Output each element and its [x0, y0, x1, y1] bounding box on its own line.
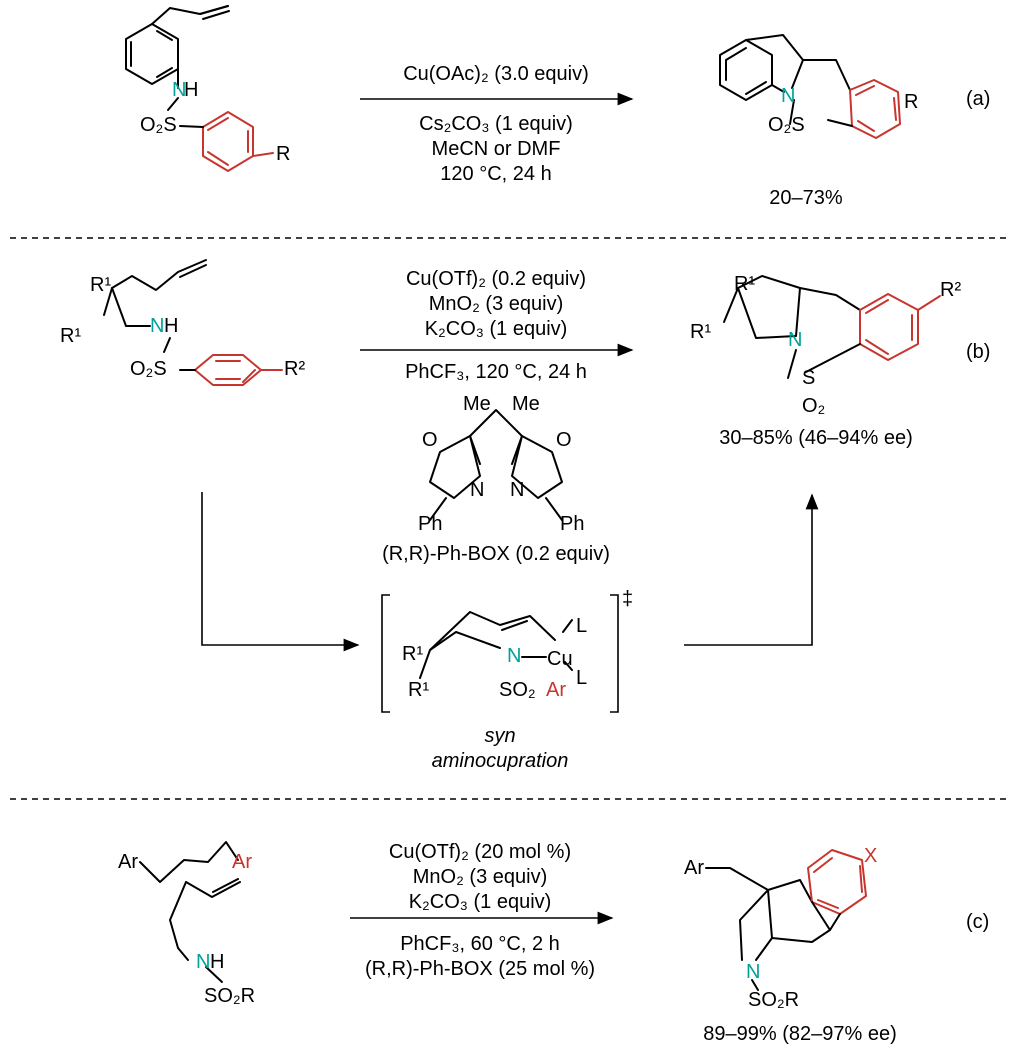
ts-caption-2: aminocupration [432, 750, 569, 772]
atom-o2s: O₂S [140, 114, 177, 136]
substituent-r2: R² [284, 358, 305, 380]
atom-o2: O₂ [802, 395, 825, 417]
box-ligand [429, 409, 563, 521]
ligand-l: L [576, 667, 587, 689]
cond-c-3: K₂CO₃ (1 equiv) [409, 891, 552, 913]
label-so2: SO₂ [499, 679, 536, 701]
cond-c-1: Cu(OTf)₂ (20 mol %) [389, 841, 571, 863]
substituent-r1: R¹ [60, 325, 81, 347]
structure-b-product [723, 275, 941, 379]
atom-h: H [184, 79, 198, 101]
atom-n: N [781, 85, 795, 107]
ts-caption-1: syn [484, 725, 515, 747]
transition-state [419, 611, 573, 679]
substituent-r2: R² [940, 279, 961, 301]
ligand-l: L [576, 615, 587, 637]
arrow-from-ts [684, 493, 819, 646]
substituent-r1: R¹ [402, 643, 423, 665]
structure-c-reactant [139, 841, 241, 983]
substituent-x: X [864, 845, 877, 867]
label-ph: Ph [418, 513, 442, 535]
atom-o: O [422, 429, 438, 451]
substituent-r1: R¹ [90, 274, 111, 296]
structure-b-reactant [103, 259, 283, 386]
bracket-right [610, 594, 619, 713]
label-dagger: ‡ [622, 588, 633, 610]
atom-s: S [802, 367, 815, 389]
panel-b: R¹ R¹ N H O₂S R² Cu(OTf)₂ (0.2 equiv) Mn… [60, 259, 990, 772]
yield-a: 20–73% [769, 187, 843, 209]
cond-a-3: 120 °C, 24 h [440, 163, 551, 185]
structure-a-reactant [125, 5, 274, 172]
cond-c-4: PhCF₃, 60 °C, 2 h [400, 933, 560, 955]
bracket-left [381, 594, 390, 713]
atom-n: N [746, 961, 760, 983]
atom-o2s: O₂S [130, 358, 167, 380]
atom-o: O [556, 429, 572, 451]
label-me: Me [512, 393, 540, 415]
cond-b-1: Cu(OTf)₂ (0.2 equiv) [406, 268, 586, 290]
cond-c-5: (R,R)-Ph-BOX (25 mol %) [365, 958, 595, 980]
label-me: Me [463, 393, 491, 415]
ligand-label: (R,R)-Ph-BOX (0.2 equiv) [382, 543, 610, 565]
label-ph: Ph [560, 513, 584, 535]
atom-n: N [510, 479, 524, 501]
substituent-r1: R¹ [734, 273, 755, 295]
label-ar: Ar [232, 851, 252, 873]
cond-c-2: MnO₂ (3 equiv) [413, 866, 547, 888]
cond-a-top: Cu(OAc)₂ (3.0 equiv) [403, 63, 589, 85]
substituent-r: R [904, 91, 918, 113]
structure-c-product [705, 849, 867, 991]
cond-a-2: MeCN or DMF [432, 138, 561, 160]
atom-cu: Cu [547, 648, 573, 670]
label-ar: Ar [118, 851, 138, 873]
yield-c: 89–99% (82–97% ee) [703, 1023, 896, 1045]
label-so2r: SO₂R [204, 985, 255, 1007]
atom-n: N [788, 329, 802, 351]
cond-b-3: K₂CO₃ (1 equiv) [425, 318, 568, 340]
atom-n: N [196, 951, 210, 973]
atom-h: H [164, 315, 178, 337]
tag-a: (a) [966, 88, 990, 110]
panel-c: Ar Ar N H SO₂R Cu(OTf)₂ (20 mol %) MnO₂ … [118, 841, 989, 1045]
cond-b-2: MnO₂ (3 equiv) [429, 293, 563, 315]
panel-a: N H O₂S R Cu(OAc)₂ (3.0 equiv) Cs₂CO₃ (1… [125, 5, 990, 209]
substituent-r1: R¹ [690, 321, 711, 343]
cond-a-1: Cs₂CO₃ (1 equiv) [419, 113, 573, 135]
substituent-r1: R¹ [408, 679, 429, 701]
substituent-r: R [276, 143, 290, 165]
label-ar: Ar [546, 679, 566, 701]
yield-b: 30–85% (46–94% ee) [719, 427, 912, 449]
structure-a-product [719, 34, 901, 139]
atom-n: N [172, 79, 186, 101]
atom-h: H [210, 951, 224, 973]
atom-o2s: O₂S [768, 114, 805, 136]
atom-n: N [150, 315, 164, 337]
label-so2r: SO₂R [748, 989, 799, 1011]
tag-c: (c) [966, 911, 989, 933]
tag-b: (b) [966, 341, 990, 363]
atom-n: N [507, 645, 521, 667]
arrow-to-ts [201, 492, 360, 652]
label-ar: Ar [684, 857, 704, 879]
atom-n: N [470, 479, 484, 501]
cond-b-4: PhCF₃, 120 °C, 24 h [405, 361, 587, 383]
